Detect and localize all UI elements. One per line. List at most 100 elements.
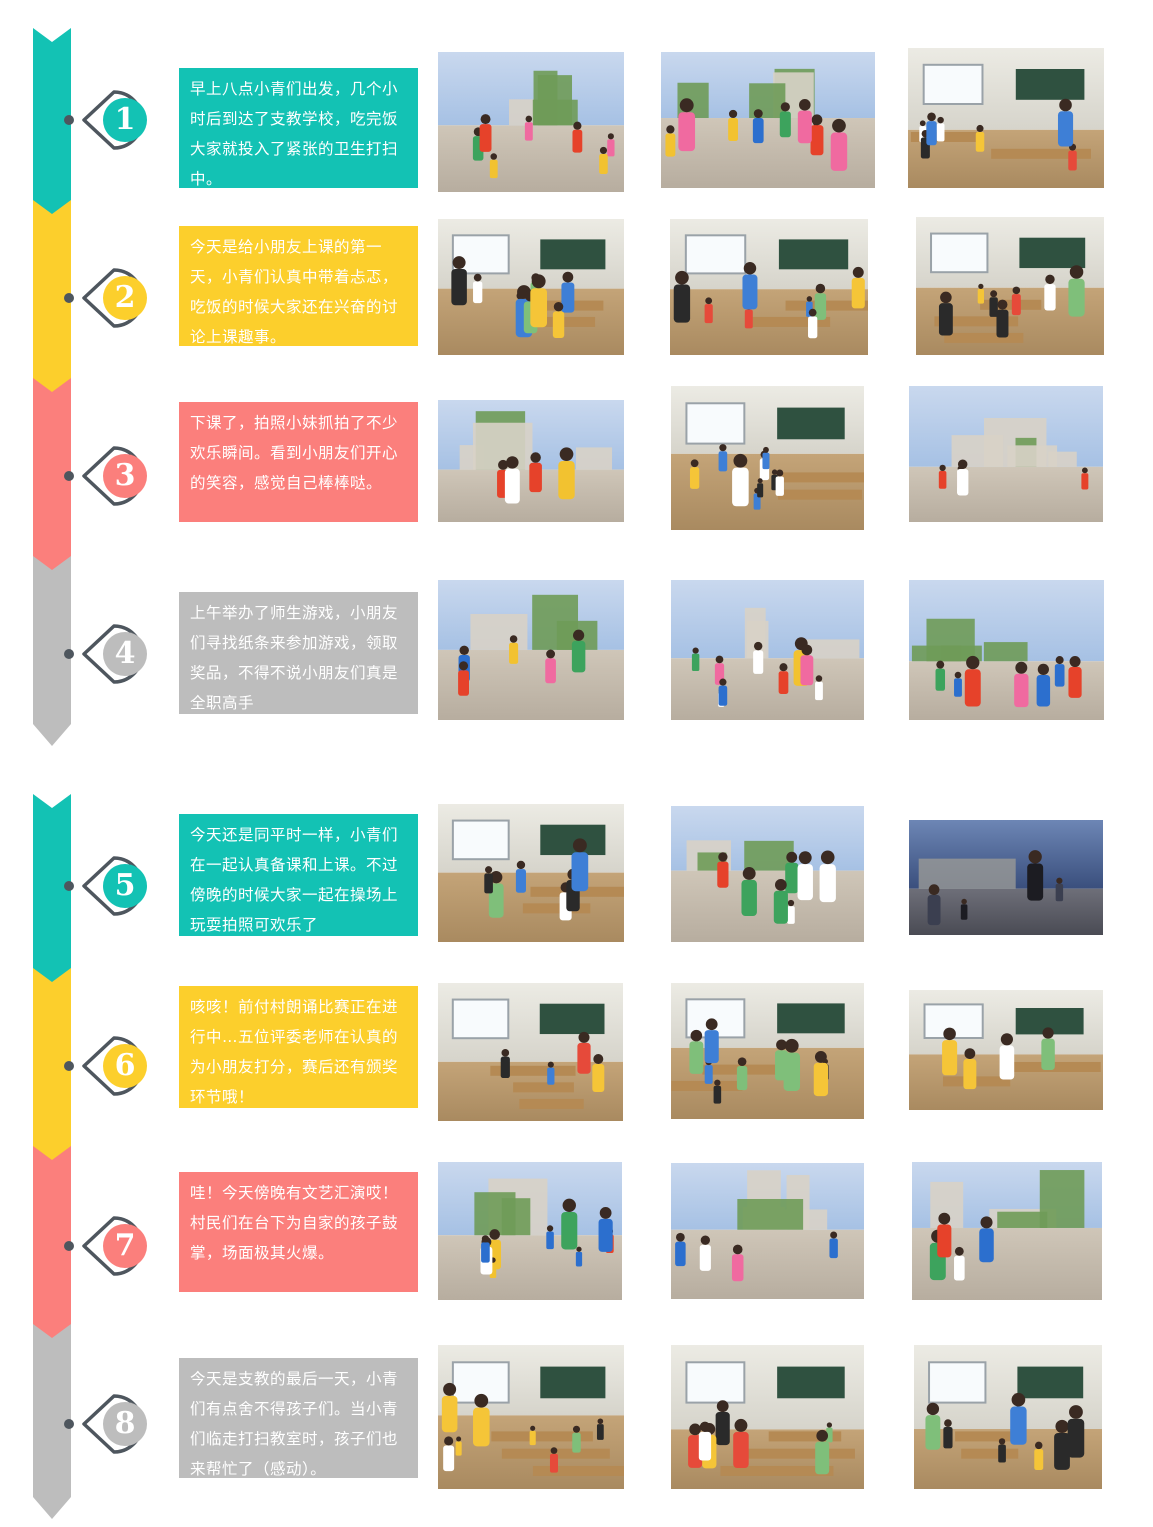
photo-person-head xyxy=(498,459,509,470)
arrow-fill xyxy=(33,28,71,233)
photo-person-head xyxy=(562,271,574,283)
photo-image xyxy=(909,580,1104,720)
step-description: 今天是支教的最后一天，小青们有点舍不得孩子们。当小青们临走打扫教室时，孩子们也来… xyxy=(179,1358,418,1478)
photo-image xyxy=(671,1163,864,1299)
photo-blackboard xyxy=(540,239,606,270)
timeline-arrow-segment xyxy=(33,28,71,233)
photo-person-head xyxy=(689,1423,701,1436)
photo-person-head xyxy=(485,866,493,874)
photo-person-head xyxy=(728,109,738,119)
photo-blackboard xyxy=(540,824,606,856)
photo-person-head xyxy=(961,898,967,905)
photo-person-head xyxy=(1015,661,1028,674)
photo-image xyxy=(438,400,624,522)
photo-person-body xyxy=(783,1052,801,1091)
activity-photo xyxy=(438,219,624,355)
activity-photo xyxy=(438,580,624,720)
photo-person-head xyxy=(811,114,823,126)
activity-photo xyxy=(671,386,864,530)
photo-person-body xyxy=(819,864,836,903)
step-number: 4 xyxy=(114,636,136,671)
photo-person-head xyxy=(776,1039,787,1051)
activity-photo xyxy=(909,820,1103,935)
photo-person-body xyxy=(473,281,483,304)
timeline-arrow-segment xyxy=(33,378,71,588)
activity-photo xyxy=(912,1162,1102,1300)
photo-person-head xyxy=(679,98,694,113)
photo-ground xyxy=(438,1235,622,1300)
photo-person-head xyxy=(926,1402,940,1416)
photo-person-body xyxy=(732,467,749,507)
photo-person-head xyxy=(937,116,944,124)
photo-person-head xyxy=(531,274,546,289)
photo-person-body xyxy=(925,1415,941,1450)
photo-desk xyxy=(519,1098,584,1109)
photo-ground xyxy=(909,888,1103,935)
step-number: 3 xyxy=(114,458,136,493)
photo-person-head xyxy=(1069,265,1084,279)
photo-desk xyxy=(910,132,979,142)
marker-dot xyxy=(64,471,74,481)
activity-photo xyxy=(438,52,624,192)
photo-person-head xyxy=(927,112,936,122)
photo-person-body xyxy=(675,1241,686,1267)
photo-person-head xyxy=(742,867,756,880)
photo-person-body xyxy=(451,269,467,306)
photo-person-head xyxy=(576,1246,582,1252)
photo-person-head xyxy=(990,290,998,298)
photo-image xyxy=(671,580,864,720)
photo-person-head xyxy=(481,1235,490,1243)
arrow-fill xyxy=(33,968,71,1178)
photo-person-body xyxy=(938,471,947,489)
photo-person-head xyxy=(815,675,823,682)
photo-person-head xyxy=(779,663,788,672)
photo-person-body xyxy=(797,110,812,144)
photo-person-body xyxy=(779,111,791,138)
photo-person-body xyxy=(935,668,946,691)
photo-person-body xyxy=(808,316,818,339)
photo-building xyxy=(532,594,579,650)
photo-person-body xyxy=(731,1254,744,1282)
photo-person-body xyxy=(733,1431,749,1469)
photo-person-head xyxy=(954,1246,964,1256)
photo-person-body xyxy=(963,1058,977,1090)
marker-circle xyxy=(103,98,147,142)
photo-desk xyxy=(501,1448,610,1459)
photo-person-head xyxy=(459,661,469,671)
photo-window xyxy=(451,998,510,1040)
marker-circle xyxy=(103,276,147,320)
arrow-shape xyxy=(33,378,71,588)
marker-circle xyxy=(103,1044,147,1088)
photo-image xyxy=(914,1345,1102,1489)
photo-person-body xyxy=(577,1042,591,1074)
photo-window xyxy=(451,819,510,861)
photo-person-head xyxy=(737,1057,747,1066)
photo-person-head xyxy=(550,1447,558,1454)
activity-photo xyxy=(438,1162,622,1300)
photo-person-head xyxy=(808,308,817,317)
photo-desk xyxy=(671,1080,743,1091)
photo-person-body xyxy=(851,277,865,309)
photo-person-body xyxy=(1054,664,1065,687)
photo-person-body xyxy=(813,1062,829,1097)
photo-person-head xyxy=(944,1419,952,1427)
photo-person-head xyxy=(459,645,469,656)
photo-person-body xyxy=(773,890,788,924)
arrow-fill xyxy=(33,1324,71,1519)
photo-person-body xyxy=(960,904,968,920)
marker-dot xyxy=(64,649,74,659)
photo-building xyxy=(997,1211,1048,1228)
activity-photo xyxy=(914,1345,1102,1489)
photo-person-body xyxy=(489,159,498,179)
photo-person-body xyxy=(1014,673,1029,708)
photo-person-body xyxy=(571,852,589,892)
activity-photo xyxy=(671,983,864,1119)
photo-person-head xyxy=(976,124,984,132)
arrow-shape xyxy=(33,556,71,746)
photo-person-body xyxy=(607,139,615,157)
photo-person-body xyxy=(504,468,520,504)
photo-person-head xyxy=(1035,1441,1043,1450)
arrow-fill xyxy=(33,200,71,410)
photo-person-body xyxy=(704,304,713,324)
photo-image xyxy=(671,1345,864,1489)
